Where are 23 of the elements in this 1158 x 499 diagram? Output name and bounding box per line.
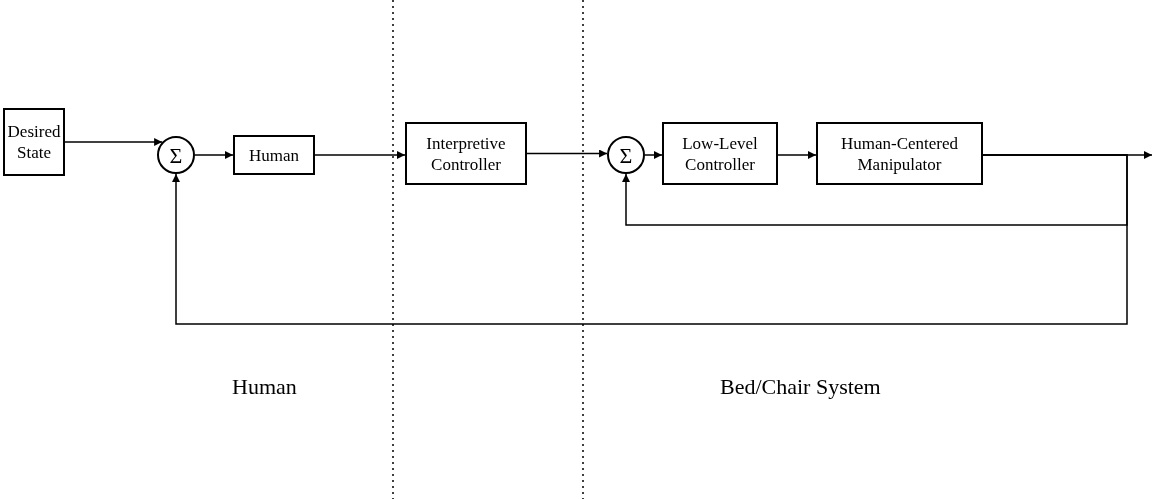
node-label: Σ: [619, 144, 633, 166]
summing-junction: [607, 136, 645, 174]
arrow: [314, 151, 406, 159]
node-label: Σ: [169, 144, 183, 166]
block-box: [405, 122, 527, 185]
arrow: [64, 138, 163, 146]
region-label: Human: [232, 374, 297, 400]
arrow: [194, 151, 234, 159]
arrow: [172, 154, 1128, 325]
node-label: Low-Level Controller: [681, 132, 759, 175]
block-box: [816, 122, 983, 185]
region-label: Bed/Chair System: [720, 374, 881, 400]
node-label: Interpretive Controller: [425, 132, 507, 175]
arrow: [777, 151, 817, 159]
arrow: [644, 151, 663, 159]
summing-junction: [157, 136, 195, 174]
block-box: [662, 122, 778, 185]
arrow: [526, 149, 608, 158]
block-box: [233, 135, 315, 175]
node-label: Human-Centered Manipulator: [839, 132, 960, 175]
node-label: Desired State: [6, 121, 62, 163]
node-label: Human: [248, 144, 299, 166]
block-box: [3, 108, 65, 176]
